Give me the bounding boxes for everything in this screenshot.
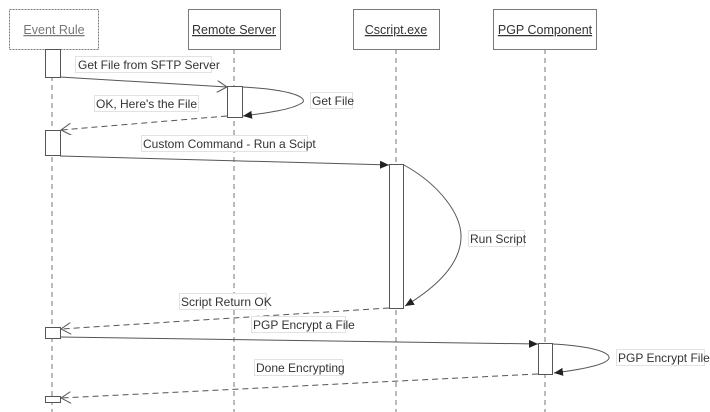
activation-bar bbox=[45, 49, 61, 78]
participant-label: Remote Server bbox=[192, 23, 276, 37]
message-arrow bbox=[59, 155, 390, 169]
message-label: Script Return OK bbox=[181, 295, 272, 309]
participant-cscript[interactable]: Cscript.exe bbox=[353, 9, 440, 50]
activation-bar bbox=[45, 327, 61, 339]
participant-label: Cscript.exe bbox=[365, 23, 428, 37]
self-message-arrow bbox=[552, 343, 610, 376]
message-label: Get File bbox=[312, 94, 354, 108]
return-message-arrow bbox=[61, 307, 390, 329]
message-label: PGP Encrypt File bbox=[618, 351, 710, 365]
message-label: Custom Command - Run a Scipt bbox=[143, 137, 316, 151]
message-label: Run Script bbox=[470, 232, 527, 246]
message-label: Get File from SFTP Server bbox=[78, 58, 220, 72]
message-label: PGP Encrypt a File bbox=[253, 318, 355, 332]
activation-bar bbox=[45, 130, 61, 156]
participant-pgp-component[interactable]: PGP Component bbox=[493, 9, 597, 50]
activation-bar bbox=[538, 343, 553, 375]
activation-bar bbox=[227, 86, 243, 118]
participant-label: PGP Component bbox=[498, 23, 593, 37]
participant-remote-server[interactable]: Remote Server bbox=[188, 9, 281, 50]
message-arrow bbox=[59, 336, 539, 348]
self-message-arrow bbox=[241, 86, 304, 119]
participant-event-rule[interactable]: Event Rule bbox=[9, 9, 99, 50]
participant-label: Event Rule bbox=[23, 23, 84, 37]
message-label: OK, Here's the File bbox=[96, 97, 197, 111]
return-message-arrow bbox=[61, 115, 228, 130]
activation-bar bbox=[389, 164, 404, 309]
message-label: Done Encrypting bbox=[256, 361, 345, 375]
return-message-arrow bbox=[61, 373, 539, 398]
message-arrow bbox=[59, 76, 227, 87]
self-message-arrow bbox=[403, 164, 462, 307]
activation-bar bbox=[45, 396, 61, 403]
